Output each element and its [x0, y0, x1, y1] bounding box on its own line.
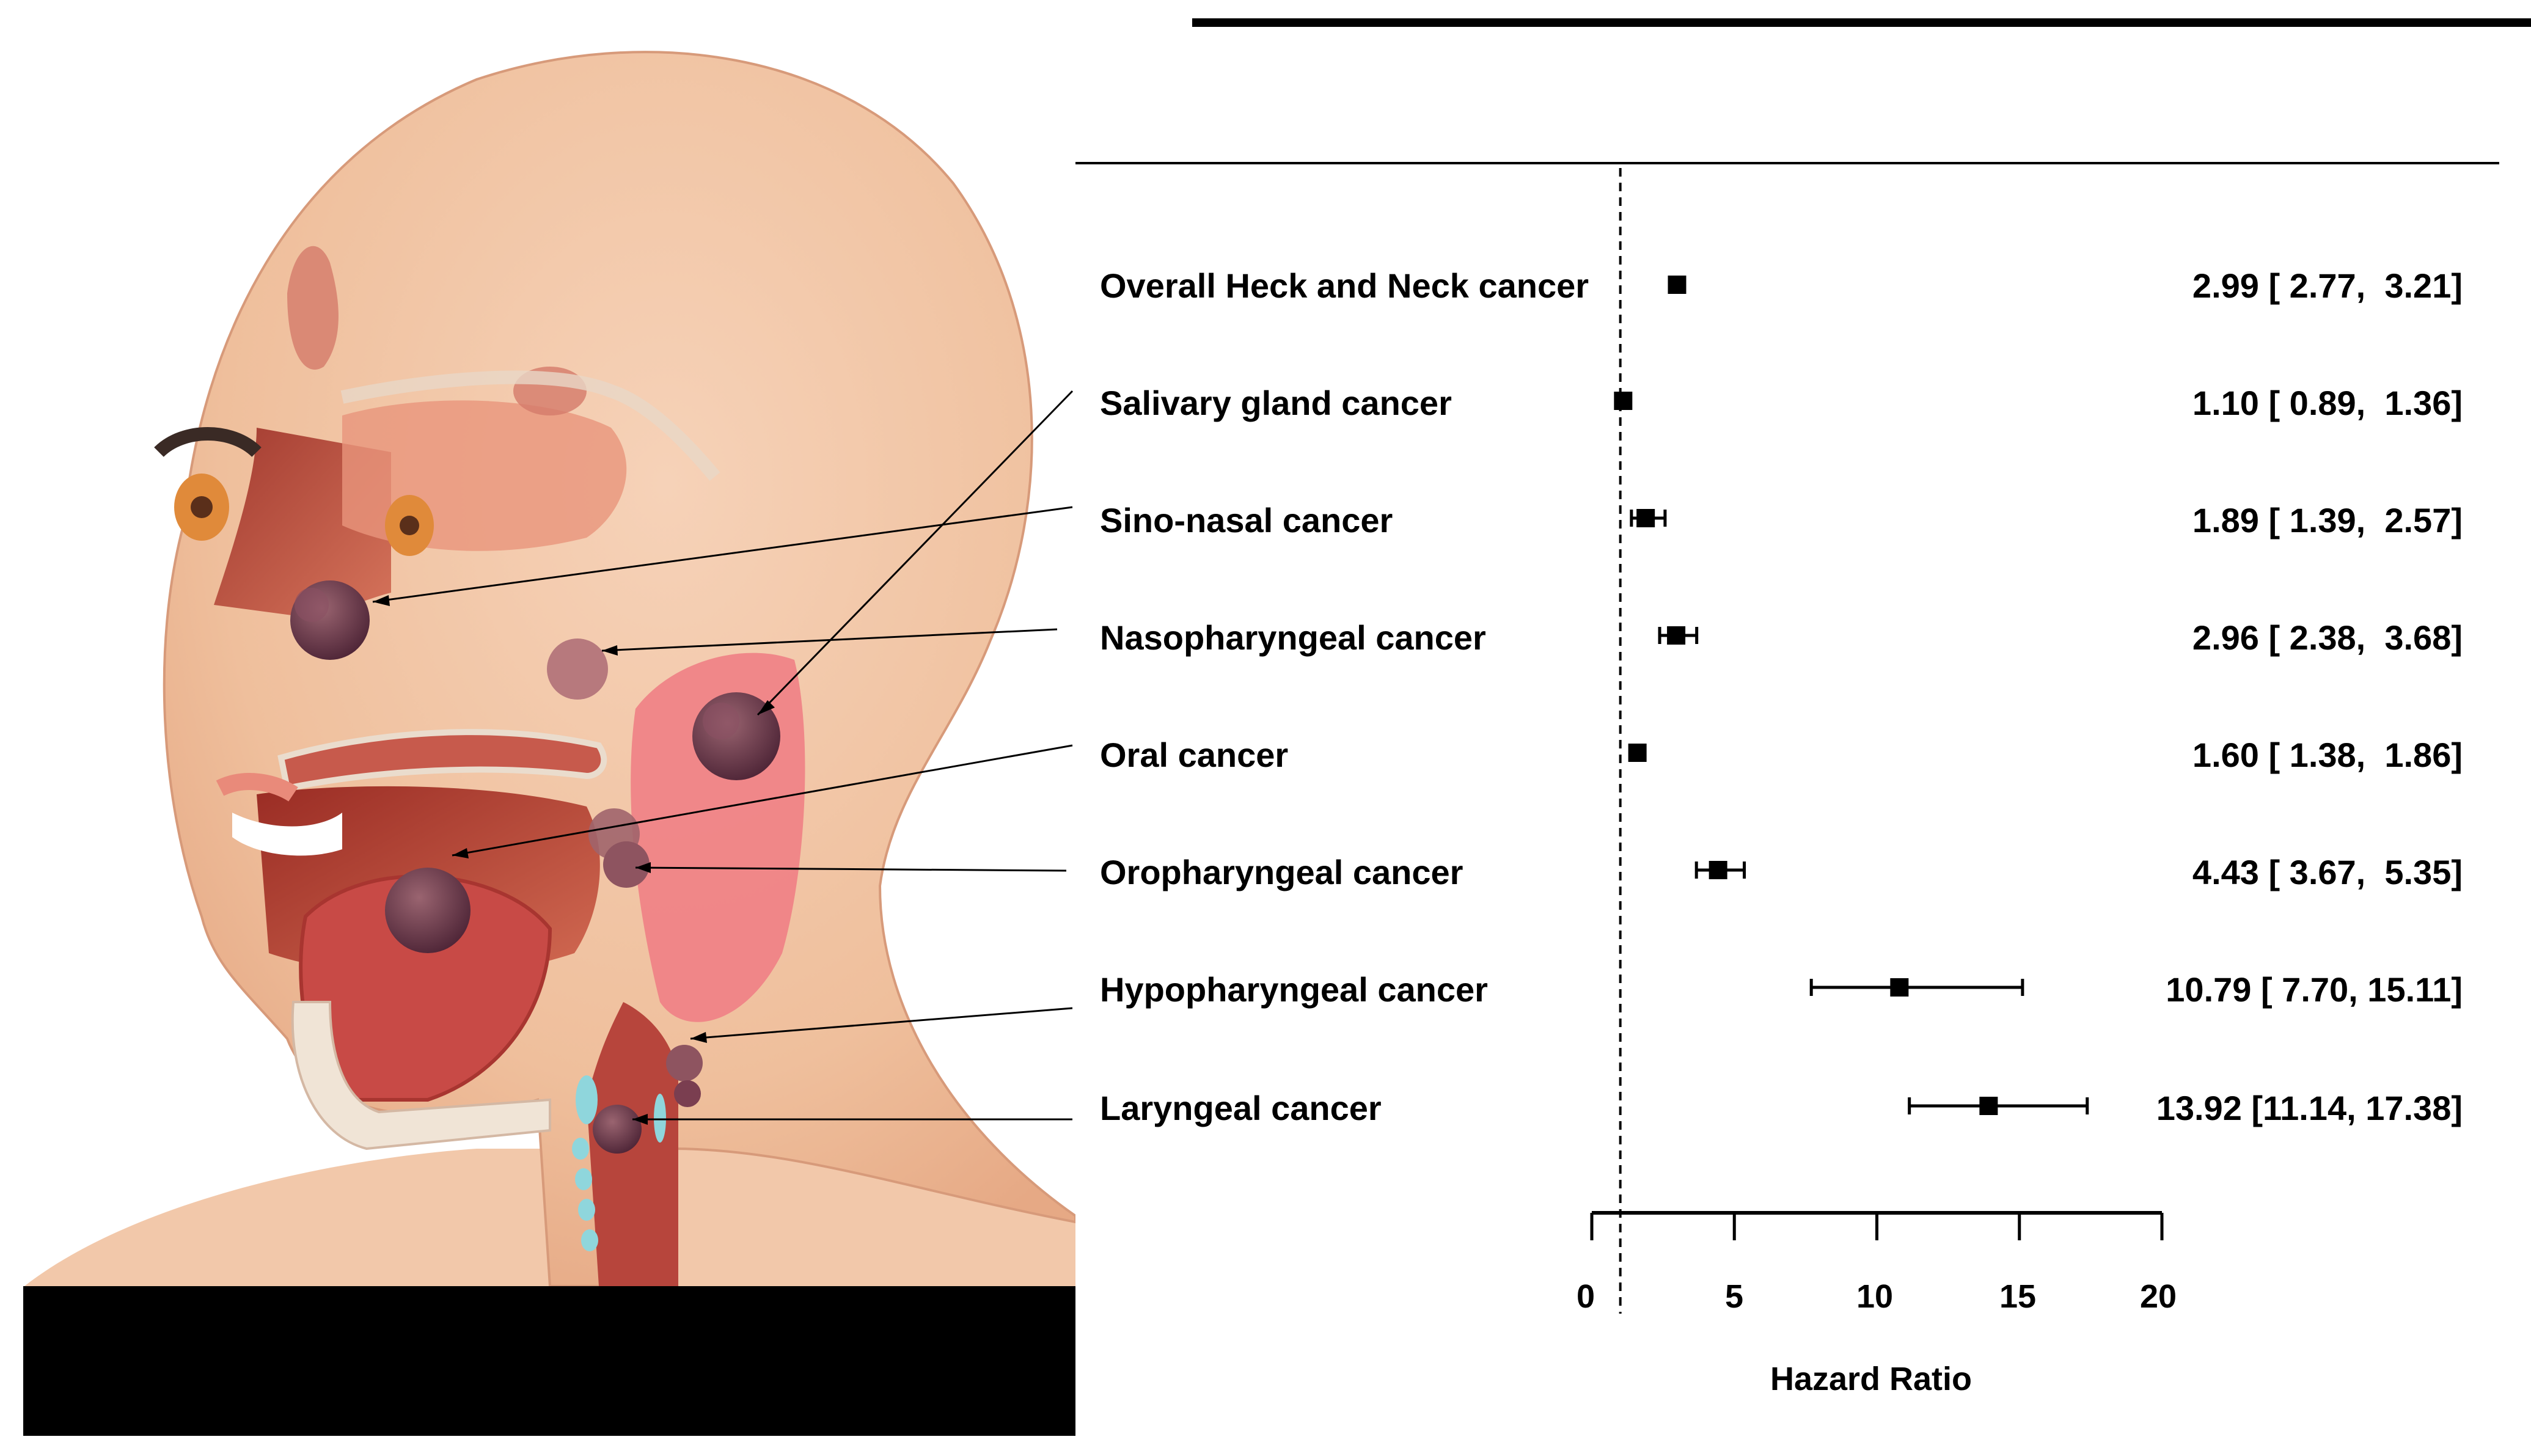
hr-point-marker	[1636, 509, 1655, 527]
x-tick-label-15: 15	[1999, 1278, 2037, 1315]
row-label-oral: Oral cancer	[1100, 736, 1289, 774]
row-label-sino-nasal: Sino-nasal cancer	[1100, 501, 1393, 540]
hr-point-marker	[1667, 626, 1686, 645]
redaction-block	[23, 1286, 1075, 1436]
row-ci-hypopharyngeal: 10.79 [ 7.70, 15.11]	[2166, 970, 2463, 1009]
row-label-laryngeal: Laryngeal cancer	[1100, 1089, 1382, 1127]
hr-markers	[1614, 276, 2089, 1115]
hr-point-marker	[1628, 744, 1647, 762]
hr-point-marker	[1668, 276, 1687, 294]
row-ci-nasopharyngeal: 2.96 [ 2.38, 3.68]	[2192, 618, 2463, 657]
row-label-nasopharyngeal: Nasopharyngeal cancer	[1100, 618, 1486, 657]
x-axis-ticks	[1590, 1213, 2164, 1240]
hr-point-marker	[1614, 392, 1633, 410]
tumor-sino-nasal-icon	[290, 580, 370, 660]
x-tick-label-0: 0	[1576, 1278, 1595, 1315]
x-tick-label-20: 20	[2139, 1278, 2177, 1315]
row-ci-laryngeal: 13.92 [11.14, 17.38]	[2156, 1089, 2463, 1127]
row-ci-oral: 1.60 [ 1.38, 1.86]	[2192, 736, 2463, 774]
row-label-overall: Overall Heck and Neck cancer	[1100, 266, 1589, 305]
row-ci-overall: 2.99 [ 2.77, 3.21]	[2192, 266, 2463, 305]
row-label-salivary: Salivary gland cancer	[1100, 384, 1452, 422]
anatomy-illustration	[0, 0, 1075, 1456]
x-tick-label-5: 5	[1724, 1278, 1744, 1315]
hr-point-marker	[1890, 978, 1909, 997]
row-ci-sino-nasal: 1.89 [ 1.39, 2.57]	[2192, 501, 2463, 540]
row-ci-salivary: 1.10 [ 0.89, 1.36]	[2192, 384, 2463, 422]
hr-point-marker	[1979, 1097, 1998, 1115]
header-rule	[1075, 162, 2499, 164]
hr-point-marker	[1709, 861, 1727, 879]
x-tick-label-10: 10	[1856, 1278, 1894, 1315]
x-axis-title: Hazard Ratio	[1770, 1361, 1972, 1397]
row-label-hypopharyngeal: Hypopharyngeal cancer	[1100, 970, 1488, 1009]
row-ci-oropharyngeal: 4.43 [ 3.67, 5.35]	[2192, 853, 2463, 891]
header-rule-thick	[1192, 18, 2531, 27]
row-label-oropharyngeal: Oropharyngeal cancer	[1100, 853, 1463, 891]
